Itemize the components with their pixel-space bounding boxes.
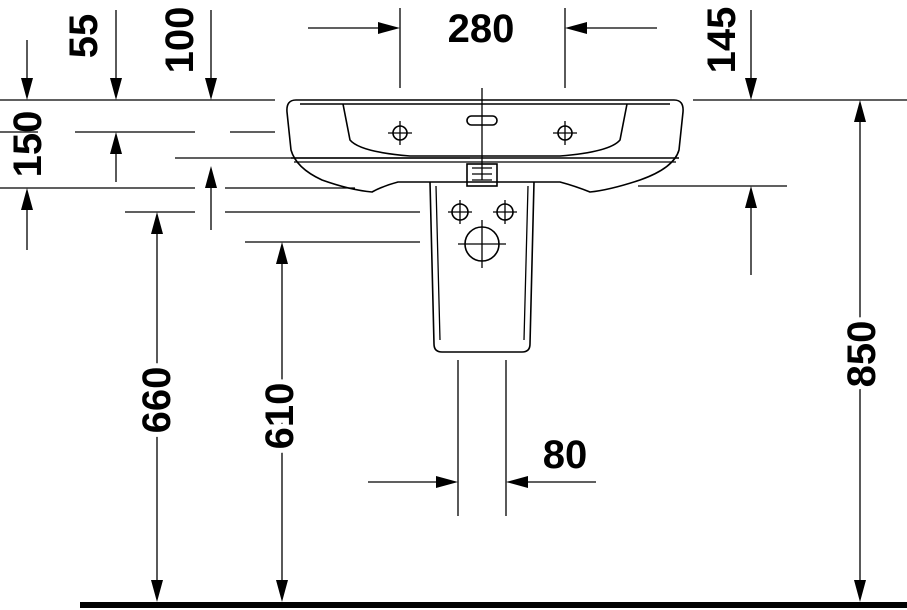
dim-55 [110, 10, 122, 100]
label-610: 610 [258, 383, 302, 450]
semi-pedestal [429, 181, 535, 353]
label-145: 145 [700, 7, 744, 74]
floor-line [80, 602, 907, 608]
basin-inner-bowl [342, 103, 628, 157]
label-80: 80 [543, 433, 588, 477]
supply-hole-left [448, 200, 472, 224]
waste-hole [458, 220, 506, 268]
label-55: 55 [62, 14, 106, 59]
tap-hole-left [388, 121, 412, 145]
dim-610 [276, 242, 288, 602]
extension-lines [0, 8, 907, 516]
tap-hole-right [553, 121, 577, 145]
label-150: 150 [6, 111, 50, 178]
dim-150 [21, 40, 33, 250]
dim-660 [151, 212, 163, 602]
dim-280 [308, 22, 657, 34]
washbasin [286, 88, 684, 193]
dim-80 [368, 476, 596, 488]
label-850: 850 [840, 321, 884, 388]
label-100: 100 [158, 7, 202, 74]
label-280: 280 [448, 7, 515, 51]
waste-outlet [466, 163, 498, 187]
supply-hole-right [493, 200, 517, 224]
dim-100 [205, 10, 217, 100]
dim-145 [745, 10, 757, 275]
pedestal-outline [429, 181, 535, 353]
dim-850 [854, 100, 866, 602]
basin-outline [286, 99, 684, 193]
pedestal-inner [435, 185, 529, 341]
label-660: 660 [135, 367, 179, 434]
dim-small-left [110, 132, 217, 230]
